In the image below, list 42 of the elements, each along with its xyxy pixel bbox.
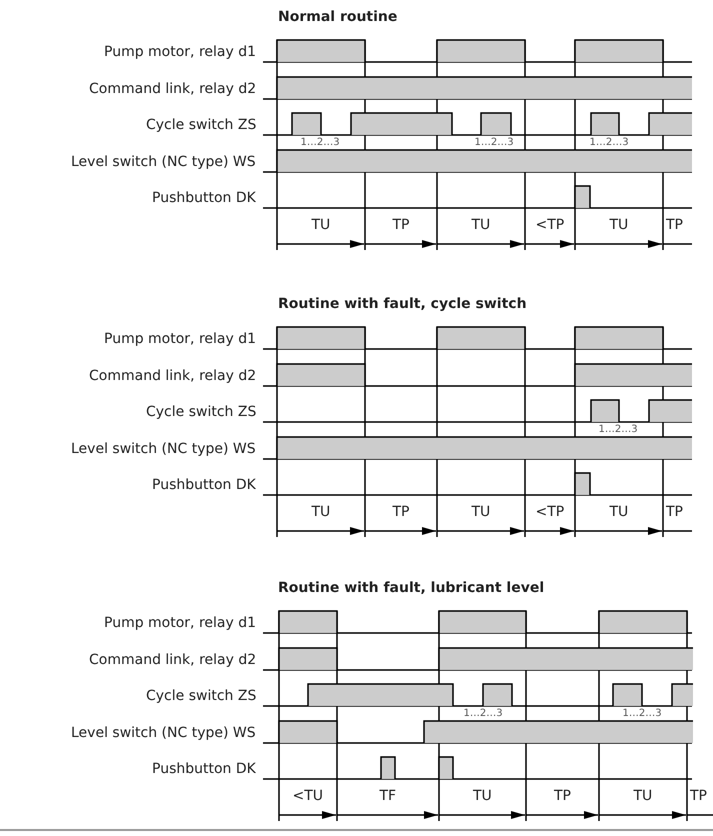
- interval-label: TU: [634, 789, 652, 803]
- signal-name: Pump motor, relay d1: [104, 616, 256, 630]
- step-marker: 1…2…3: [622, 709, 662, 719]
- signal-name: Pushbutton DK: [152, 191, 256, 205]
- signal-name: Level switch (NC type) WS: [71, 155, 256, 169]
- interval-label: TU: [312, 218, 330, 232]
- interval-label: TP: [666, 218, 683, 232]
- interval-label: TF: [380, 789, 396, 803]
- signal-name: Cycle switch ZS: [146, 118, 256, 132]
- interval-label: TU: [473, 789, 492, 803]
- signal-name: Cycle switch ZS: [146, 689, 256, 703]
- step-marker: 1…2…3: [474, 138, 514, 148]
- interval-label: TP: [690, 789, 707, 803]
- signal-name: Level switch (NC type) WS: [71, 726, 256, 740]
- step-marker: 1…2…3: [598, 425, 638, 435]
- signal-name: Pump motor, relay d1: [104, 45, 256, 59]
- signal-name: Command link, relay d2: [89, 82, 256, 96]
- interval-label: TU: [472, 505, 490, 519]
- signal-name: Command link, relay d2: [89, 369, 256, 383]
- interval-label: TU: [312, 505, 330, 519]
- step-marker: 1…2…3: [590, 138, 629, 148]
- interval-label: TP: [392, 218, 410, 232]
- section-heading: Routine with fault, lubricant level: [278, 581, 544, 595]
- step-marker: 1…2…3: [300, 138, 340, 148]
- interval-label: <TU: [292, 789, 324, 803]
- signal-name: Level switch (NC type) WS: [71, 442, 256, 456]
- section-heading: Routine with fault, cycle switch: [278, 297, 527, 311]
- interval-label: TP: [666, 505, 683, 519]
- step-marker: 1…2…3: [464, 709, 503, 719]
- interval-label: TU: [610, 505, 628, 519]
- section-heading: Normal routine: [278, 10, 398, 24]
- signal-name: Pump motor, relay d1: [104, 332, 256, 346]
- signal-name: Command link, relay d2: [89, 653, 256, 667]
- signal-name: Pushbutton DK: [152, 478, 256, 492]
- signal-name: Pushbutton DK: [152, 762, 256, 776]
- interval-label: TU: [472, 218, 490, 232]
- interval-label: TP: [554, 789, 571, 803]
- interval-label: TU: [610, 218, 628, 232]
- interval-label: TP: [392, 505, 410, 519]
- signal-name: Cycle switch ZS: [146, 405, 256, 419]
- interval-label: <TP: [536, 218, 564, 232]
- interval-label: <TP: [536, 505, 564, 519]
